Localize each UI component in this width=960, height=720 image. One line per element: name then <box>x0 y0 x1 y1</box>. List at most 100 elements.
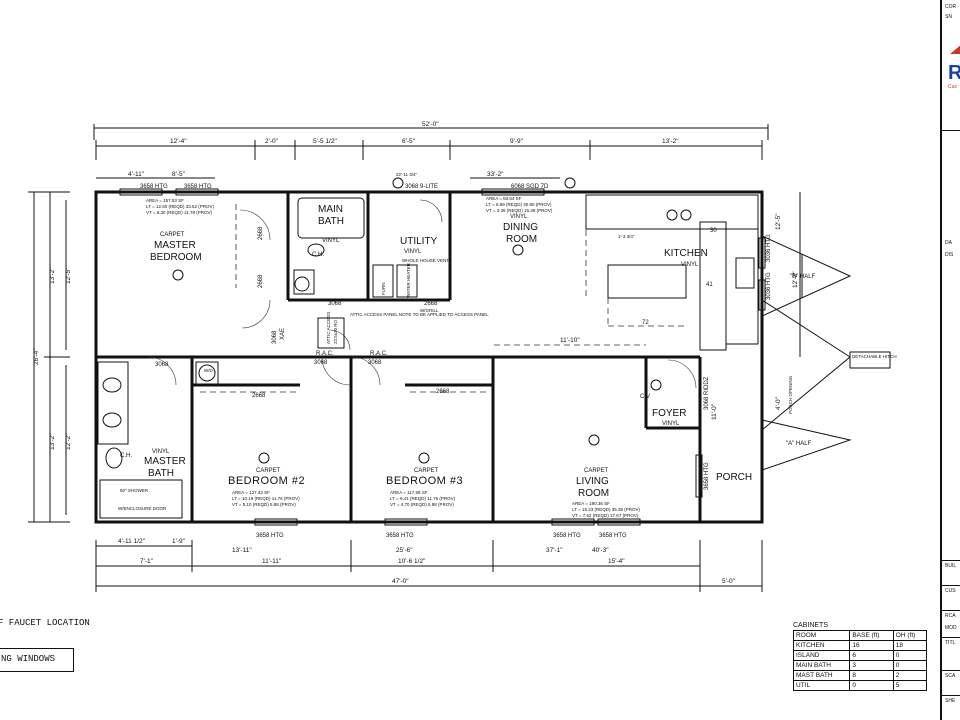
living-vt: VT = 7.62 (REQD) 17.67 (PROV) <box>572 513 639 518</box>
door-swings <box>147 199 697 389</box>
title-block: COR SN R Cus DA DIS BUIL CUS RCA MOD TIT… <box>940 0 960 720</box>
window-label-bottom-3: 3658 HTG <box>553 533 581 539</box>
header-room: ROOM <box>792 630 851 641</box>
room-porch: PORCH 4'-0" 11'-0" PORCH OPENING <box>711 375 793 483</box>
door-label-right: 3068 RIDDZ <box>704 376 710 410</box>
window-label-top-2: 3658 HTG <box>184 184 212 190</box>
living-name-2: ROOM <box>578 488 609 499</box>
bedroom3-floor: CARPET <box>414 468 439 474</box>
dining-vt: VT = 3.35 (REQD) 15.38 (PROV) <box>486 208 553 213</box>
cabinets-header-row: ROOM BASE (ft) OH (ft) <box>792 630 928 641</box>
title-block-model: MOD <box>945 625 957 631</box>
door-label-6-sub: XAE <box>280 328 286 340</box>
cell-oh: 0 <box>892 660 928 671</box>
title-block-sheet: SHE <box>945 698 956 704</box>
bedroom3-area: AREA = 117.58 SF <box>390 490 428 495</box>
master-bath-floor: VINYL <box>152 449 170 455</box>
kitchen-name: KITCHEN <box>664 248 708 259</box>
room-master-bedroom: CARPET MASTER BEDROOM AREA = 157.53 SF L… <box>146 198 214 263</box>
rac-label-2: R.A.C. <box>370 351 388 357</box>
company-logo-sub: Cus <box>948 84 957 90</box>
logo-roof-icon <box>950 44 960 54</box>
window-label-right-2: 3036 HTG <box>766 234 772 262</box>
bottom-dim-6: 25'-6" <box>396 547 413 554</box>
door-label-3: 3068 <box>328 301 342 307</box>
left-dim-1: 13'-2" <box>49 267 56 284</box>
bottom-dim-9: 40'-3" <box>592 547 609 554</box>
interior-walls <box>96 192 702 522</box>
dining-floor: VINYL <box>510 214 528 220</box>
bedroom2-name: BEDROOM #2 <box>228 475 305 487</box>
kitchen-dim-30: 30 <box>710 228 717 234</box>
room-utility: UTILITY VINYL WHOLE HOUSE VENT FURN WATE… <box>381 236 449 298</box>
title-block-title: TITL <box>945 640 956 646</box>
overall-width-bottom: 47'-0" <box>392 578 409 585</box>
left-dim-2: 12'-5" <box>65 267 72 284</box>
room-living: CARPET LIVING ROOM AREA = 190.36 SF LT =… <box>560 337 640 518</box>
room-foyer: FOYER VINYL C/V <box>640 394 686 427</box>
overall-width-top: 52'-0" <box>422 121 439 128</box>
room-bedroom-2: CARPET BEDROOM #2 AREA = 127.43 SF LT = … <box>228 468 305 507</box>
porch-dim: 4'-0" <box>775 396 782 410</box>
foyer-name: FOYER <box>652 408 686 419</box>
top-dim-3: 5'-5 1/2" <box>313 138 337 145</box>
bottom-dim-4: 13'-11" <box>232 547 252 554</box>
bedroom2-lt: LT = 10.19 (REQD) 11.76 (PROV) <box>232 496 300 501</box>
master-bath-ch: C.H. <box>120 453 132 459</box>
hitch-detachable-label: DETACHABLE HITCH <box>852 354 897 359</box>
dining-name-1: DINING <box>503 222 538 233</box>
title-block-date: DA <box>945 240 952 246</box>
table-row: KITCHEN 16 18 <box>792 640 928 651</box>
main-bath-floor: VINYL <box>322 238 340 244</box>
top-dim-1: 12'-4" <box>170 138 187 145</box>
bottom-dim-2: 1'-9" <box>172 538 186 545</box>
bottom-dimension-lines <box>95 540 763 592</box>
bedroom2-area: AREA = 127.43 SF <box>232 490 270 495</box>
header-base: BASE (ft) <box>849 630 894 641</box>
right-dim-2: 12'-5" <box>775 213 782 230</box>
door-label-top-entry-dim: 22'-11 3/4" <box>396 172 418 177</box>
bottom-dim-1: 4'-11 1/2" <box>118 538 146 545</box>
header-oh: OH (ft) <box>892 630 928 641</box>
top-dim-6: 13'-2" <box>662 138 679 145</box>
bedroom3-name: BEDROOM #3 <box>386 475 463 487</box>
utility-water-heater: WATER HEATER <box>406 262 411 298</box>
cell-oh: 5 <box>892 680 928 691</box>
room-kitchen: KITCHEN VINYL 30 41 72 1'-3 3/4" <box>618 228 717 326</box>
title-block-dis: DIS <box>945 252 954 258</box>
top-dimension-lines: 52'-0" 12'-4" 2'-0" 5'-5 1/2" 6'-5" 9'-9… <box>93 121 769 179</box>
window-label-bottom-2: 3658 HTG <box>386 533 414 539</box>
attic-label: ATTIC ACCESS <box>326 312 331 344</box>
bath-fixtures <box>97 197 418 519</box>
rac-door-2: 3068 <box>368 360 382 366</box>
foyer-floor: VINYL <box>662 421 680 427</box>
main-bath-name-2: BATH <box>318 216 344 227</box>
door-label-4-grill: W/GRILL <box>420 308 439 313</box>
left-dim-4: 12'-2" <box>65 433 72 450</box>
bottom-dim-5: 11'-11" <box>262 558 282 565</box>
room-main-bath: MAIN BATH VINYL C.H. <box>312 204 344 258</box>
top-dim-4: 6'-5" <box>402 138 416 145</box>
rac-label-1: R.A.C. <box>316 351 334 357</box>
master-bath-name-2: BATH <box>148 468 174 479</box>
main-bath-ch: C.H. <box>312 252 324 258</box>
cell-base: 8 <box>849 670 894 681</box>
door-label-2: 2668 <box>258 274 264 288</box>
bottom-dim-7: 10'-6 1/2" <box>398 558 426 565</box>
attic-size: 22.5x30 RO <box>333 319 338 344</box>
master-bath-wd: W/D <box>204 368 213 373</box>
window-label-bottom-4: 3658 HTG <box>599 533 627 539</box>
cell-oh: 2 <box>892 670 928 681</box>
cell-base: 6 <box>849 650 894 661</box>
window-label-bottom-1: 3658 HTG <box>256 533 284 539</box>
table-row: UTIL 0 5 <box>792 680 928 691</box>
dining-lt: LT = 6.69 (REQD) 30.80 (PROV) <box>486 202 552 207</box>
closet-shelves <box>200 204 646 393</box>
bottom-dim-10: 15'-4" <box>608 558 625 565</box>
table-row: MAST BATH 8 2 <box>792 670 928 681</box>
master-bedroom-area: AREA = 157.53 SF <box>146 198 184 203</box>
cell-base: 3 <box>849 660 894 671</box>
table-row: MAIN BATH 3 0 <box>792 660 928 671</box>
dining-area: AREA = 83.64 SF <box>486 196 522 201</box>
